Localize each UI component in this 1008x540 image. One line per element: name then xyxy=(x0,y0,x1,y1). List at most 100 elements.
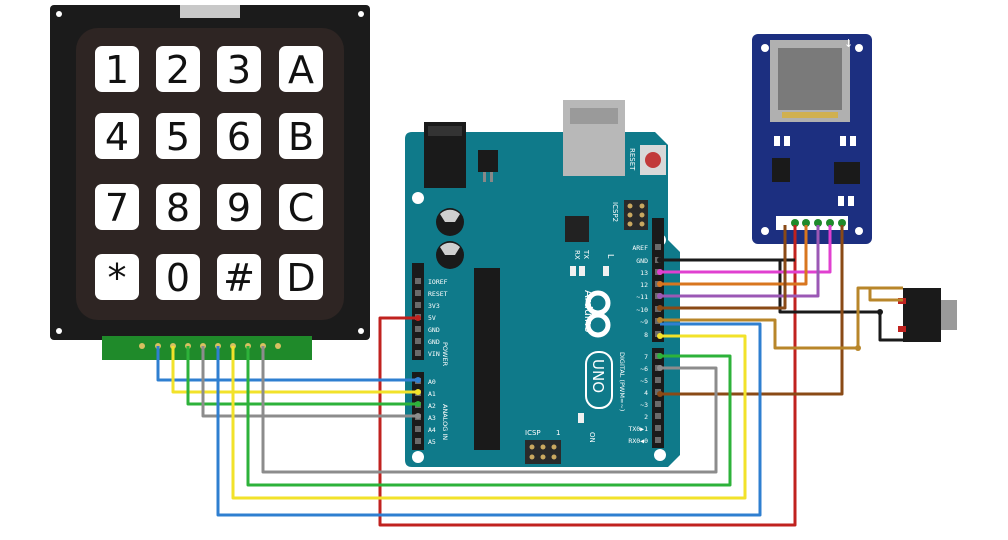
icsp2-label: ICSP2 xyxy=(611,202,619,222)
sd-card-module: ↓ xyxy=(752,34,872,244)
pin-label-d3: ~3 xyxy=(640,401,648,409)
digital-header-bottom xyxy=(652,348,664,448)
wire-d11 xyxy=(660,225,820,298)
pin-label-a5: A5 xyxy=(428,438,436,446)
key-label: 6 xyxy=(227,115,251,159)
key-label: * xyxy=(108,256,127,300)
key-3[interactable]: 3 xyxy=(217,46,261,92)
key-8[interactable]: 8 xyxy=(156,184,200,230)
atmega-chip xyxy=(474,268,500,450)
uno-badge: UNO xyxy=(585,351,613,409)
pin-label-d2: 2 xyxy=(644,413,648,421)
power-header-label: POWER xyxy=(441,342,449,367)
key-0[interactable]: 0 xyxy=(156,254,200,300)
pin-label-d13: 13 xyxy=(640,269,648,277)
on-led xyxy=(578,413,584,423)
key-label: A xyxy=(288,48,314,92)
rx-led xyxy=(570,266,576,276)
pin-label-gnd: GND xyxy=(428,326,440,334)
key-label: 1 xyxy=(105,48,129,92)
arduino-mount-hole xyxy=(412,192,424,204)
pin-label-d8: 8 xyxy=(644,331,648,339)
pin-label-d11: ~11 xyxy=(636,293,648,301)
pin-label-a2: A2 xyxy=(428,402,436,410)
key-1[interactable]: 1 xyxy=(95,46,139,92)
pin-label-reset: RESET xyxy=(428,290,448,298)
pin-label-gnd: GND xyxy=(636,257,648,265)
sd-regulator xyxy=(772,158,790,182)
key-star[interactable]: * xyxy=(95,254,139,300)
pin-label-a4: A4 xyxy=(428,426,436,434)
pin-label-vin: VIN xyxy=(428,350,440,358)
keypad-top-tab xyxy=(180,5,240,18)
key-6[interactable]: 6 xyxy=(217,113,261,159)
key-label: 9 xyxy=(227,186,251,230)
key-label: 8 xyxy=(166,186,190,230)
pin-label-aref: AREF xyxy=(632,244,648,252)
arduino-mount-hole xyxy=(412,451,424,463)
icsp2-header xyxy=(624,200,648,230)
keypad-face xyxy=(76,28,344,320)
wire-keypad-a3 xyxy=(201,346,418,418)
sd-mount-hole xyxy=(761,44,769,52)
wire-d9 xyxy=(660,286,903,350)
pin-label-d1: TX0▶1 xyxy=(628,425,648,433)
audio-jack xyxy=(898,288,957,342)
key-9[interactable]: 9 xyxy=(217,184,261,230)
key-7[interactable]: 7 xyxy=(95,184,139,230)
key-c[interactable]: C xyxy=(279,184,323,230)
wire-keypad-a0 xyxy=(156,346,418,382)
arduino-infinity-logo xyxy=(585,290,611,338)
keypad-mount-hole xyxy=(56,328,62,334)
key-label: 0 xyxy=(166,256,190,300)
pin-label-a3: A3 xyxy=(428,414,436,422)
sd-pins xyxy=(791,219,846,227)
key-hash[interactable]: # xyxy=(217,254,261,300)
keypad-mount-hole xyxy=(358,11,364,17)
sd-mount-hole xyxy=(855,44,863,52)
analog-header xyxy=(412,372,424,450)
icsp-pin1-label: 1 xyxy=(556,429,560,437)
sd-smd-components xyxy=(774,136,856,206)
l-led xyxy=(603,266,609,276)
key-label: 4 xyxy=(105,115,129,159)
pin-label-3v3: 3V3 xyxy=(428,302,440,310)
reset-button[interactable] xyxy=(640,145,666,175)
wire-d12 xyxy=(660,225,808,286)
analog-header-label: ANALOG IN xyxy=(441,404,449,440)
rx-label: RX xyxy=(573,250,581,260)
wire-d13 xyxy=(660,225,832,274)
key-2[interactable]: 2 xyxy=(156,46,200,92)
wire-keypad-d7 xyxy=(246,346,732,487)
wire-keypad-a1 xyxy=(171,346,418,394)
key-b[interactable]: B xyxy=(279,113,323,159)
key-label: 3 xyxy=(227,48,251,92)
sd-pin-strip xyxy=(776,216,848,230)
pin-label-d0: RX0◀0 xyxy=(628,437,648,445)
key-a[interactable]: A xyxy=(279,46,323,92)
pin-label-a0: A0 xyxy=(428,378,436,386)
key-d[interactable]: D xyxy=(279,254,323,300)
wire-keypad-d9 xyxy=(216,322,762,517)
on-label: ON xyxy=(588,432,596,443)
keypad-module: 1 2 3 A 4 5 6 B 7 8 9 C * 0 # D xyxy=(50,5,370,360)
tx-label: TX xyxy=(582,249,590,259)
key-label: D xyxy=(286,256,315,300)
pin-label-a1: A1 xyxy=(428,390,436,398)
wiring xyxy=(156,225,903,527)
sd-mount-hole xyxy=(855,227,863,235)
wire-d10 xyxy=(660,225,787,310)
key-label: B xyxy=(288,115,314,159)
key-label: 7 xyxy=(105,186,129,230)
l-label: L xyxy=(606,254,615,259)
key-4[interactable]: 4 xyxy=(95,113,139,159)
pin-label-d4: 4 xyxy=(644,389,648,397)
pin-label-d7: 7 xyxy=(644,353,648,361)
key-label: 5 xyxy=(166,115,190,159)
key-5[interactable]: 5 xyxy=(156,113,200,159)
arduino-uno-board: RESET ICSP2 TX RX L Arduino UNO ON xyxy=(405,100,680,467)
voltage-regulator xyxy=(478,150,498,172)
wire-d4 xyxy=(660,225,844,396)
usb-chip xyxy=(565,216,589,242)
